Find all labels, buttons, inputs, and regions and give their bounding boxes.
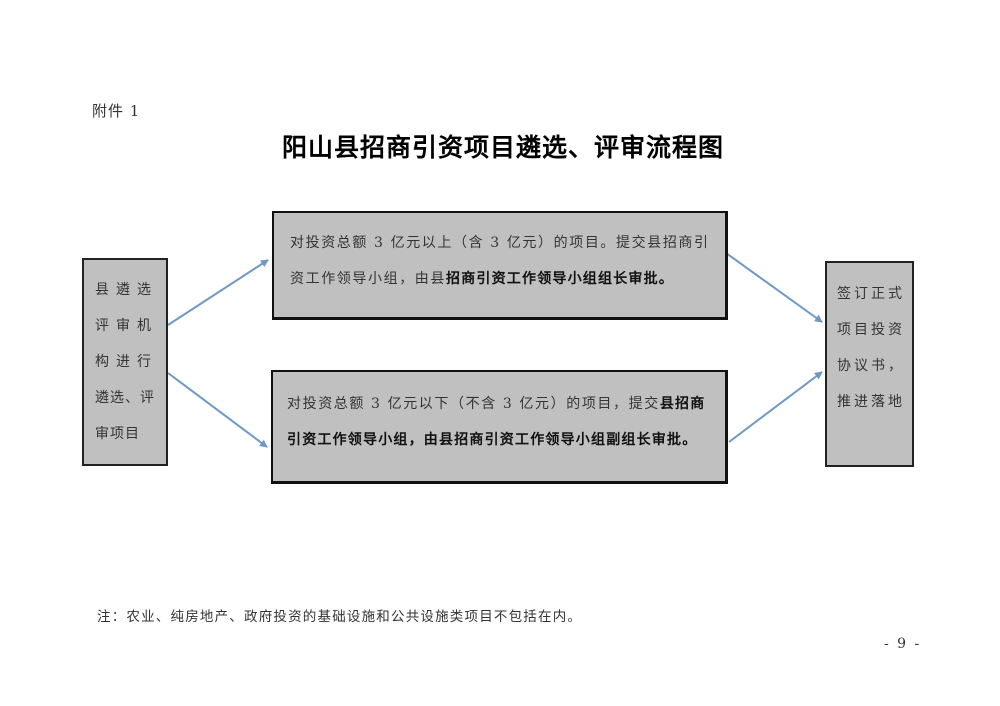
page-number: - 9 - <box>884 636 922 652</box>
start-node-line: 构进行 <box>95 354 158 370</box>
start-node-line: 遴选、评 <box>95 390 155 406</box>
branch-top-box: 对投资总额 3 亿元以上（含 3 亿元）的项目。提交县招商引 资工作领导小组，由… <box>272 211 728 320</box>
branch-bottom-line1-plain: 对投资总额 3 亿元以下（不含 3 亿元）的项目，提交 <box>287 396 660 412</box>
start-node-box: 县遴选 评审机 构进行 遴选、评 审项目 <box>82 258 168 466</box>
start-node-line: 县遴选 <box>95 282 158 298</box>
branch-bottom-box: 对投资总额 3 亿元以下（不含 3 亿元）的项目，提交县招商 引资工作领导小组，… <box>271 370 728 484</box>
footnote: 注：农业、纯房地产、政府投资的基础设施和公共设施类项目不包括在内。 <box>97 609 583 625</box>
page-title: 阳山县招商引资项目遴选、评审流程图 <box>281 133 724 162</box>
start-node-line: 审项目 <box>95 426 140 442</box>
arrow-start-to-bottom <box>167 372 268 448</box>
end-node-line: 推进落地 <box>837 394 905 410</box>
end-node-line: 项目投资 <box>837 322 905 338</box>
end-node-box: 签订正式 项目投资 协议书， 推进落地 <box>825 261 914 467</box>
branch-bottom-line2: 引资工作领导小组，由县招商引资工作领导小组副组长审批。 <box>287 432 698 448</box>
branch-bottom-line1-bold: 县招商 <box>659 396 706 412</box>
end-node-line: 签订正式 <box>837 286 905 302</box>
attachment-label: 附件 1 <box>92 102 141 120</box>
arrow-start-to-top <box>167 259 269 326</box>
start-node-line: 评审机 <box>95 318 158 334</box>
end-node-line: 协议书， <box>837 358 905 374</box>
branch-top-line2: 资工作领导小组，由县招商引资工作领导小组组长审批。 <box>290 261 725 297</box>
branch-top-line1: 对投资总额 3 亿元以上（含 3 亿元）的项目。提交县招商引 <box>290 235 710 251</box>
arrow-top-to-end <box>725 252 823 323</box>
branch-top-line2-bold: 招商引资工作领导小组组长审批。 <box>446 271 674 287</box>
branch-bottom-line1: 对投资总额 3 亿元以下（不含 3 亿元）的项目，提交县招商 <box>287 386 725 422</box>
branch-top-line2-plain: 资工作领导小组，由县 <box>290 271 446 287</box>
arrow-bottom-to-end <box>728 371 823 443</box>
